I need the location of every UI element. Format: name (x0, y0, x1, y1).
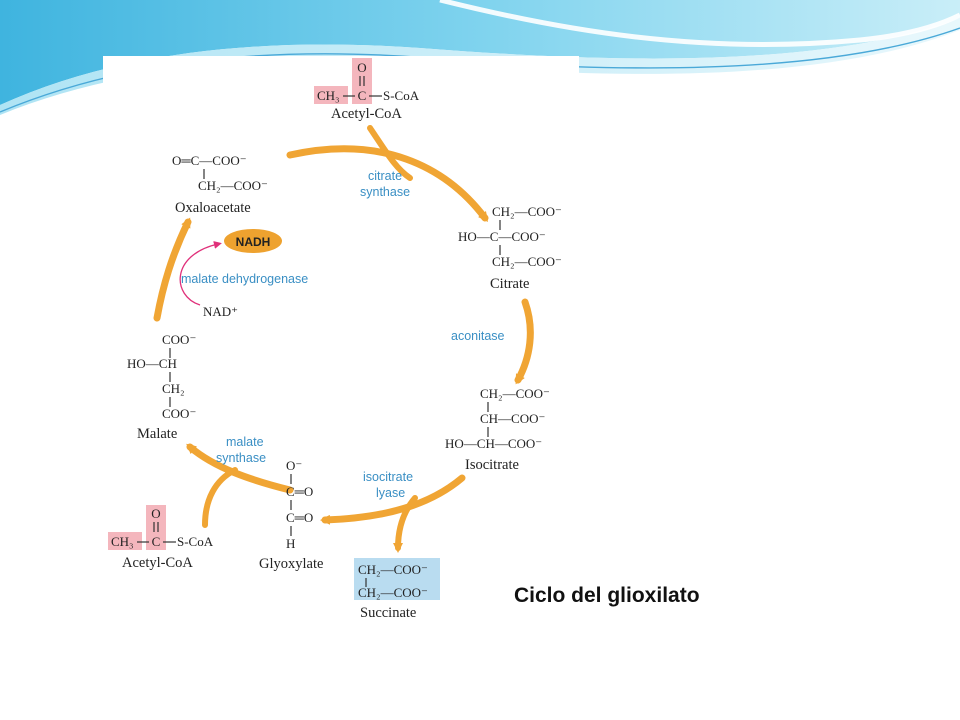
acetyl-coa-bottom-carbon: C (152, 534, 161, 549)
citrate-formula-row3: CH₂—COO⁻ (492, 254, 562, 269)
acetyl-coa-bottom-highlight (108, 532, 142, 550)
acetyl-coa-bottom-ch3: CH₃ (111, 534, 134, 549)
glyoxylate-formula-carbonyl2: C═O (286, 510, 313, 525)
enzyme-citrate-synthase-line1: citrate (368, 169, 402, 183)
glyoxylate-formula-carbonyl1: C═O (286, 484, 313, 499)
enzyme-malate-dehydrogenase: malate dehydrogenase (181, 272, 308, 286)
succinate-name: Succinate (360, 605, 416, 621)
oxaloacetate-formula-row1: O═C—COO⁻ (172, 153, 247, 168)
acetyl-coa-top-highlight (314, 86, 348, 104)
enzyme-malate-synthase-line2: synthase (216, 451, 266, 465)
malate-formula-row3: CH₂ (162, 381, 185, 396)
arrow-acetylcoa-in (367, 125, 413, 181)
acetyl-coa-top-scoa: S-CoA (383, 88, 420, 103)
oxaloacetate-name: Oxaloacetate (175, 200, 251, 216)
enzyme-isocitrate-lyase-line1: isocitrate (363, 470, 413, 484)
glyoxylate-name: Glyoxylate (259, 556, 323, 572)
diagram-caption: Ciclo del glioxilato (514, 584, 700, 607)
citrate-formula-row2: HO—C—COO⁻ (458, 229, 546, 244)
isocitrate-formula-row2: CH—COO⁻ (480, 411, 545, 426)
acetyl-coa-bottom-scoa: S-CoA (177, 534, 214, 549)
acetyl-coa-top-carbon: C (358, 88, 367, 103)
arrow-to-oxaloacetate (153, 217, 192, 322)
glyoxylate-formula-h: H (286, 536, 295, 551)
succinate-formula-row2: CH₂—COO⁻ (358, 585, 428, 600)
acetyl-coa-bottom-highlight-carbonyl (146, 505, 166, 550)
malate-formula-row1: COO⁻ (162, 332, 196, 347)
acetyl-coa-bottom-name: Acetyl-CoA (122, 555, 193, 571)
arrow-to-isocitrate (514, 298, 534, 385)
enzyme-malate-synthase-line1: malate (226, 435, 264, 449)
isocitrate-formula-row3: HO—CH—COO⁻ (445, 436, 542, 451)
arrow-to-citrate (286, 145, 489, 222)
nadh-badge (224, 229, 282, 253)
nad-arrow (179, 240, 222, 306)
acetyl-coa-top-ch3: CH₃ (317, 88, 340, 103)
citrate-name: Citrate (490, 276, 529, 292)
arrow-to-succinate (393, 495, 418, 553)
acetyl-coa-top-oxygen: O (357, 60, 366, 75)
enzyme-aconitase: aconitase (451, 329, 505, 343)
malate-name: Malate (137, 426, 177, 442)
enzyme-citrate-synthase-line2: synthase (360, 185, 410, 199)
arrow-to-glyoxylate (320, 474, 466, 525)
arrow-acetylcoa-bottom-in (202, 467, 238, 528)
acetyl-coa-top-name: Acetyl-CoA (331, 106, 402, 122)
malate-formula-row2: HO—CH (127, 356, 177, 371)
glyoxylate-formula-oxygen: O⁻ (286, 458, 302, 473)
acetyl-coa-top-highlight-carbonyl (352, 58, 372, 104)
succinate-highlight (354, 558, 440, 600)
enzyme-isocitrate-lyase-line2: lyase (376, 486, 405, 500)
isocitrate-name: Isocitrate (465, 457, 519, 473)
isocitrate-formula-row1: CH₂—COO⁻ (480, 386, 550, 401)
succinate-formula-row1: CH₂—COO⁻ (358, 562, 428, 577)
nadh-label: NADH (236, 235, 271, 249)
oxaloacetate-formula-row2: CH₂—COO⁻ (198, 178, 268, 193)
malate-formula-row4: COO⁻ (162, 406, 196, 421)
nad-label: NAD⁺ (203, 304, 238, 319)
acetyl-coa-bottom-oxygen: O (151, 506, 160, 521)
citrate-formula-row1: CH₂—COO⁻ (492, 204, 562, 219)
